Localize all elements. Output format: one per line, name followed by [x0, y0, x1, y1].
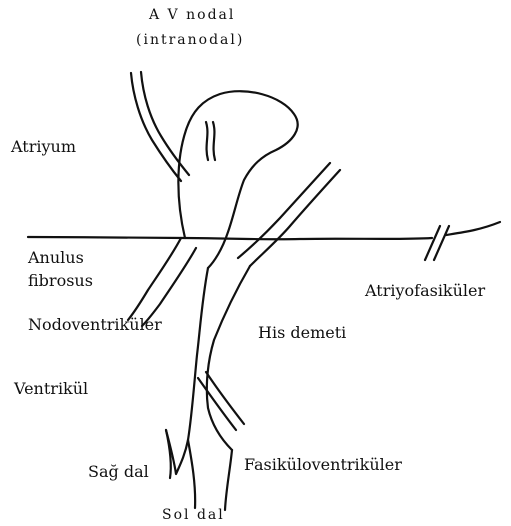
nodoventrikuler-fiber-outer	[128, 238, 181, 320]
intranodal-squiggle-1	[206, 122, 208, 160]
atriyum-label: Atriyum	[11, 139, 76, 155]
his-demeti-label: His demeti	[258, 325, 346, 341]
intranodal-squiggle-2	[213, 122, 215, 160]
atriyofasikuler-label: Atriyofasiküler	[365, 283, 485, 299]
av-nodal-label: A V nodal	[149, 8, 235, 22]
fibrosus-label: fibrosus	[28, 273, 93, 289]
fasikuloventrikuler-fiber-outer	[198, 378, 236, 430]
upper-right-fiber-inner	[250, 170, 340, 266]
sag-dal-outer	[166, 430, 171, 478]
sag-dal-label: Sağ dal	[88, 464, 149, 480]
upper-right-fiber-outer	[238, 163, 330, 258]
atriyofasikuler-break-marks	[425, 226, 449, 260]
av-node-outline	[178, 91, 297, 268]
nodoventrikuler-label: Nodoventriküler	[28, 317, 162, 333]
anulus-fibrosus-line	[28, 237, 432, 239]
sol-dal-right	[225, 450, 232, 510]
anulus-fibrosus-line-right	[446, 222, 500, 235]
intranodal-label: (intranodal)	[136, 33, 244, 47]
fasikuloventrikuler-label: Fasiküloventriküler	[244, 457, 402, 473]
sol-dal-left	[188, 440, 195, 508]
his-bundle-left-edge	[188, 268, 208, 440]
anulus-label: Anulus	[28, 250, 84, 266]
ventrikul-label: Ventrikül	[14, 381, 88, 397]
sol-dal-label: Sol dal	[162, 508, 225, 522]
